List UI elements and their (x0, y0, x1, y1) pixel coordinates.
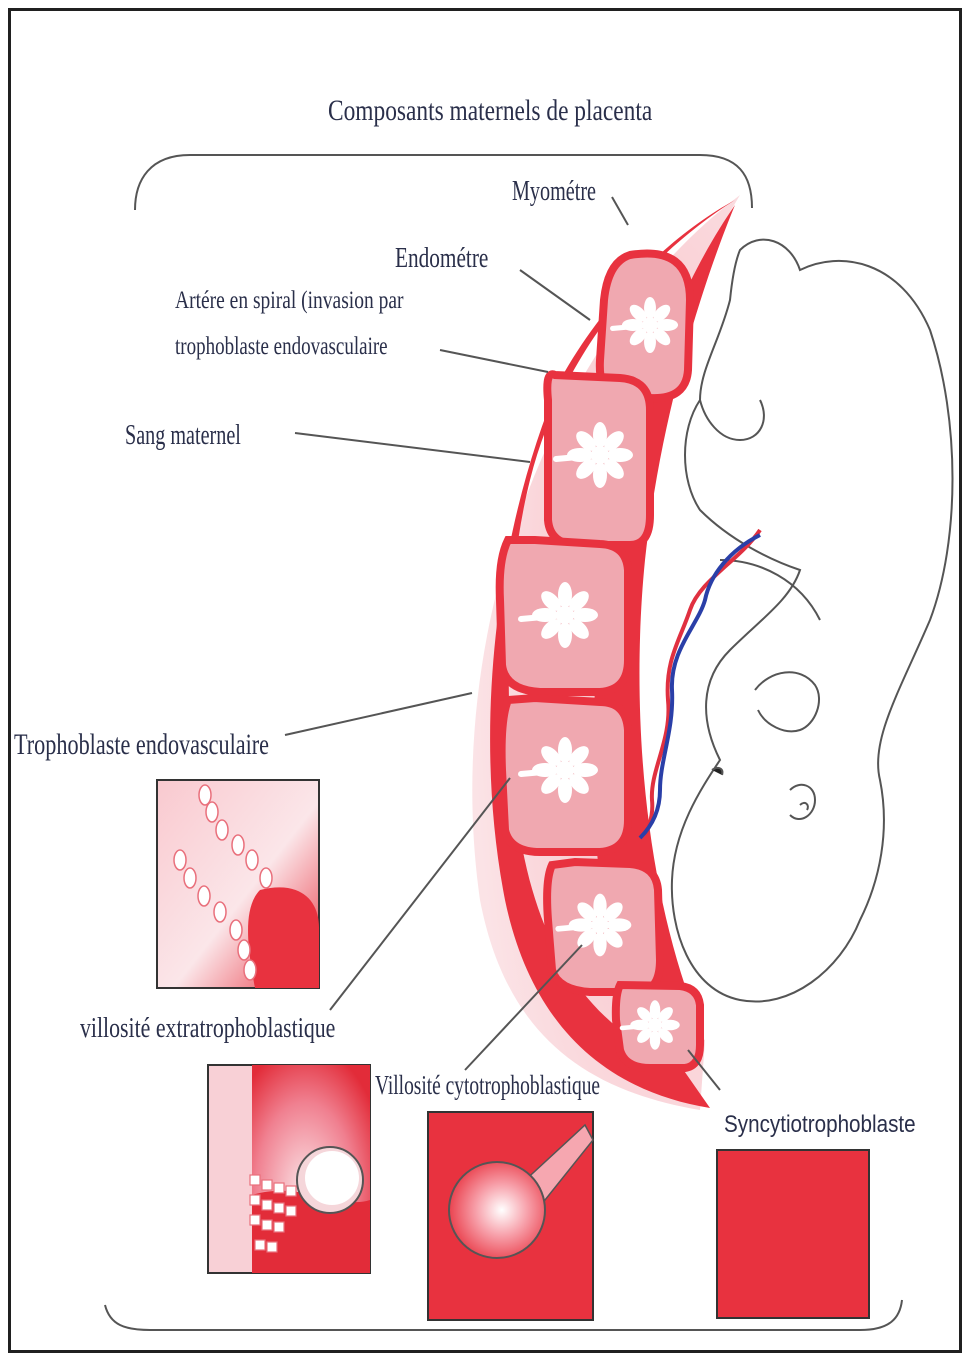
inset-villosite-extratrophoblastique (208, 1065, 370, 1273)
label-trophoblaste-endovasculaire: Trophoblaste endovasculaire (14, 730, 269, 760)
inset-trophoblaste-endovasculaire (157, 780, 319, 988)
label-villosite-cytotrophoblastique: Villosité cytotrophoblastique (375, 1072, 600, 1099)
fetus (672, 240, 953, 1002)
label-syncytiotrophoblaste: Syncytiotrophoblaste (724, 1113, 916, 1137)
label-endometre: Endométre (395, 245, 488, 273)
label-sang-maternel: Sang maternel (125, 422, 241, 450)
diagram-title: Composants maternels de placenta (328, 96, 652, 126)
label-artere-line2: trophoblaste endovasculaire (175, 334, 388, 359)
inset-syncytiotrophoblaste (717, 1150, 869, 1318)
top-bracket (135, 155, 752, 210)
label-artere-line1: Artére en spiral (invasion par (175, 288, 404, 313)
inset-villosite-cytotrophoblastique (428, 1112, 593, 1320)
label-myometre: Myométre (512, 178, 596, 206)
label-villosite-extratrophoblastique: villosité extratrophoblastique (80, 1015, 335, 1043)
